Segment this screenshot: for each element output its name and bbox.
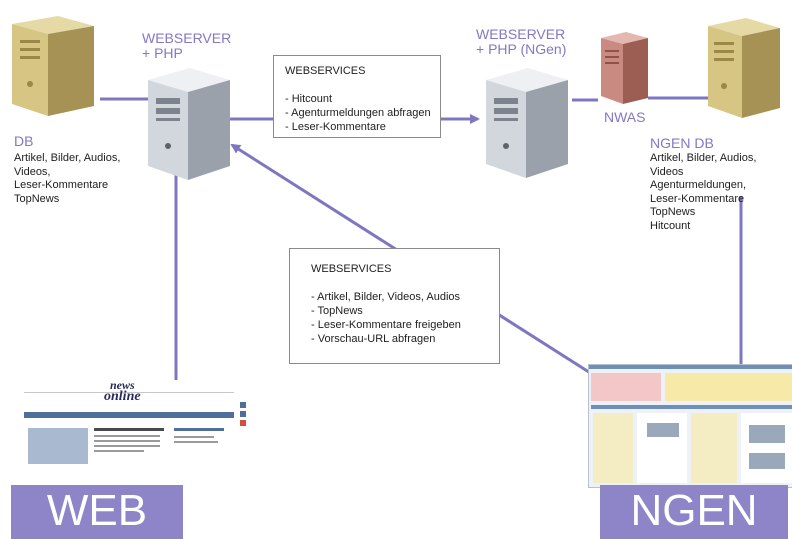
db-contents-line: Leser-Kommentare <box>14 179 109 191</box>
web-screenshot: news online <box>24 380 250 482</box>
ngen-db-contents-line: TopNews <box>650 206 696 218</box>
news-online-logo-line1: news <box>109 380 135 392</box>
web-nav-bar <box>24 412 234 418</box>
news-online-logo-line2: online <box>104 389 141 404</box>
web-article-image <box>28 428 88 464</box>
webservices-top-list: Hitcount Agenturmeldungen abfragen Leser… <box>285 92 440 134</box>
ngen-db-contents-line: Artikel, Bilder, Audios, Videos <box>650 152 757 178</box>
nwas-label: NWAS <box>604 109 646 125</box>
webserver-label-line1: WEBSERVER <box>142 30 232 46</box>
ngen-db-contents: Artikel, Bilder, Audios, Videos Agenturm… <box>650 152 792 233</box>
webservices-top-box: WEBSERVICES Hitcount Agenturmeldungen ab… <box>273 55 441 138</box>
webservices-bottom-item: Leser-Kommentare freigeben <box>311 318 499 332</box>
news-online-logo: news online <box>104 380 141 404</box>
web-band: WEB <box>11 485 183 539</box>
webservices-bottom-box: WEBSERVICES Artikel, Bilder, Videos, Aud… <box>289 248 500 364</box>
webservices-top-item: Leser-Kommentare <box>285 120 440 134</box>
ngen-webserver-label-line1: WEBSERVER <box>476 26 566 42</box>
webservices-top-item: Hitcount <box>285 92 440 106</box>
webservices-top-title: WEBSERVICES <box>285 65 366 77</box>
db-contents-line: TopNews <box>14 192 60 205</box>
webserver-icon <box>148 68 230 180</box>
ngen-webserver-icon <box>486 68 568 178</box>
ngen-webserver-label: WEBSERVER + PHP (NGen) <box>476 27 566 57</box>
webservices-top-item: Agenturmeldungen abfragen <box>285 106 440 120</box>
ngen-screenshot <box>588 364 792 488</box>
webservices-bottom-title: WEBSERVICES <box>311 263 392 275</box>
webserver-label: WEBSERVER + PHP <box>142 31 231 61</box>
webserver-label-line2: + PHP <box>142 45 183 61</box>
webservices-bottom-item: TopNews <box>311 304 499 318</box>
db-server-icon <box>12 16 94 116</box>
ngen-band: NGEN <box>600 485 788 539</box>
ngen-db-label: NGEN DB <box>650 135 714 151</box>
db-contents-line: Videos, <box>14 165 51 178</box>
ngen-db-contents-line: Hitcount <box>650 219 691 232</box>
nwas-server-icon <box>601 32 648 104</box>
db-contents: Artikel, Bilder, Audios, Videos, Leser-K… <box>14 152 120 206</box>
ngen-db-contents-line: Agenturmeldungen, <box>650 179 747 191</box>
ngen-db-server-icon <box>708 18 780 118</box>
db-contents-line: Artikel, Bilder, Audios, <box>14 152 121 164</box>
webservices-bottom-list: Artikel, Bilder, Videos, Audios TopNews … <box>311 290 499 346</box>
webservices-bottom-item: Vorschau-URL abfragen <box>311 332 499 346</box>
db-label: DB <box>14 133 34 149</box>
ngen-db-contents-line: Leser-Kommentare <box>650 192 745 205</box>
webservices-bottom-item: Artikel, Bilder, Videos, Audios <box>311 290 499 304</box>
ngen-webserver-label-line2: + PHP (NGen) <box>476 41 567 57</box>
